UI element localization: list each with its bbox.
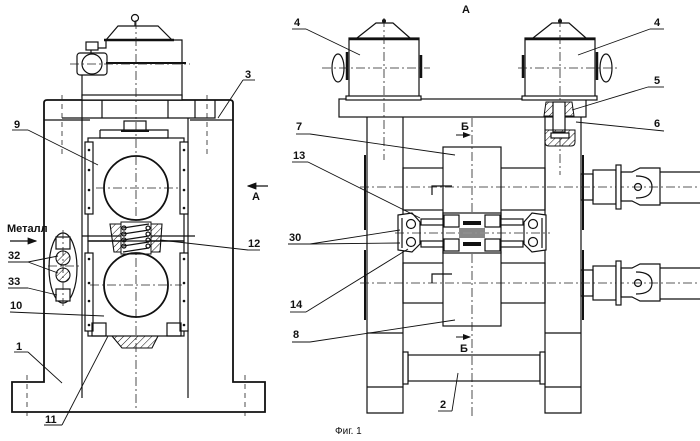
link-upper [463,221,481,225]
callout-10: 10 [9,300,105,317]
left-bracket [397,212,421,253]
callout-7: 7 [296,121,456,156]
callout-11: 11 [44,335,109,426]
view-a-arrow-label: А [252,191,260,203]
right-bracket [523,212,547,253]
callout-4-right-label: 4 [654,17,661,29]
callout-14-label: 14 [290,299,303,311]
callout-2: 2 [438,372,459,412]
rod-upper-right [500,218,524,226]
figure-caption: Фиг. 1 [335,426,362,437]
callout-7-label: 7 [296,121,302,133]
lower-liner-right [179,252,189,332]
screw-nut [123,120,147,131]
top-beam-inner [81,100,196,118]
bolt-ul [405,218,417,230]
callout-32-label: 32 [8,250,20,262]
callout-8-label: 8 [293,329,299,341]
callout-8: 8 [292,319,456,343]
callout-3-label: 3 [245,69,251,81]
rod-lower-left [420,240,444,248]
bolt-ur [527,218,539,230]
callout-9: 9 [12,119,99,166]
callout-11-label: 11 [45,414,57,426]
callout-1: 1 [14,341,63,384]
section-mark [431,185,452,195]
lifting-eye [130,13,140,23]
link-lower [463,242,481,246]
callout-30: 30 [288,229,401,245]
liner-bolts [87,257,186,327]
drive-base-plate [81,94,183,101]
right-housing [544,117,582,414]
callout-13-label: 13 [293,150,305,162]
callout-2-label: 2 [440,399,446,411]
bolt-ll [405,236,417,248]
top-beam [62,100,216,119]
callout-9-label: 9 [14,119,20,131]
screw-drive-cap [104,25,174,41]
lower-liner-left [84,252,94,332]
axial-adjust-assembly [395,212,550,254]
callout-4-right: 4 [577,17,664,56]
lower-chock-foot [91,322,107,337]
callout-4-left: 4 [292,17,361,56]
callout-1-label: 1 [16,341,22,353]
liner-bolts [87,148,186,210]
callout-12-label: 12 [248,238,260,250]
bolt-lr [527,236,539,248]
rod-upper-left [420,218,444,226]
callout-3: 1 3 [217,69,255,119]
callout-33-label: 33 [8,276,20,288]
section-mark [431,273,452,283]
callout-14: 14 [290,248,409,313]
clamp-ul [443,214,460,228]
spindle-lower [580,260,700,306]
tie-bar [407,354,541,382]
upper-liner-left [84,141,94,215]
clamp-ll [443,238,460,252]
screw-drive-left [322,18,430,160]
callout-5: 5 [571,75,664,111]
tie-bar-flange [539,351,546,385]
callout-4-left-label: 4 [294,17,301,29]
wedge [110,335,159,349]
frame-base [11,99,266,413]
top-crossbeam [338,98,587,118]
section-label-top: Б [461,121,469,133]
callout-33: 33 [8,276,58,296]
callout-6: 6 [575,118,665,132]
callout-10-label: 10 [10,300,22,312]
metal-flow-label: Металл [7,223,48,235]
view-a-title: А [462,4,470,16]
left-view-front: Металл А 1 3 9 33 32 33 10 1 [7,13,268,426]
callout-32: 33 32 [8,250,59,274]
section-label-bottom: Б [460,343,468,355]
clamp-lr [484,238,501,252]
tie-bar-flange [402,351,409,385]
screw-spindle [552,101,566,133]
callout-30-label: 30 [289,232,301,244]
upper-liner-right [179,141,189,215]
callout-12: 12 [159,238,260,251]
callout-6-label: 6 [654,118,660,130]
screw-drive-right [518,18,620,175]
right-view-side: А [288,4,700,418]
callout-13: 13 [292,150,421,219]
clamp-ur [484,214,501,228]
left-housing [366,117,404,414]
thrust-pad [550,132,570,139]
lower-chock-foot [166,322,182,337]
rod-lower-right [500,240,524,248]
spring [121,223,151,253]
worm-motor-top [85,41,99,51]
spindle-upper [580,164,700,210]
callout-5-label: 5 [654,75,660,87]
